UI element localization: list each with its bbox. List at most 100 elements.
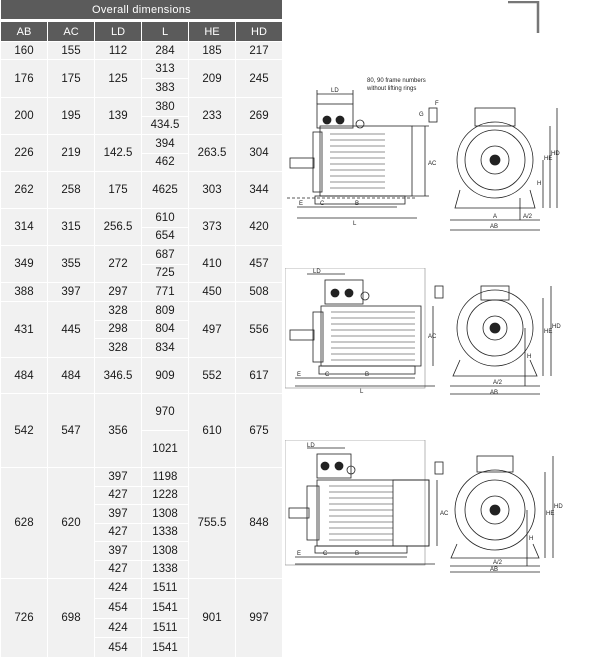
table-cell: 344	[236, 172, 282, 208]
table-cell: 454	[95, 598, 141, 618]
column-header-he: HE	[189, 22, 235, 41]
corner-crop-mark	[507, 0, 540, 34]
table-cell: 1228	[142, 486, 188, 504]
table-cell: 1198	[142, 468, 188, 486]
table-cell: 1541	[142, 638, 188, 657]
dim-label-e-2: E	[297, 372, 301, 378]
table-cell: 445	[48, 302, 94, 357]
table-cell: 610	[189, 394, 235, 467]
table-cell: 349	[1, 246, 47, 282]
table-cell: 195	[48, 98, 94, 134]
table-cell: 112	[95, 42, 141, 59]
table-cell: 256.5	[95, 209, 141, 245]
dim-label-b-2: B	[365, 372, 369, 378]
table-cell: 552	[189, 358, 235, 393]
table-cell: 547	[48, 394, 94, 467]
dim-label-h-2: H	[527, 354, 531, 360]
table-cell: 262	[1, 172, 47, 208]
table-cell: 1308	[142, 505, 188, 523]
dim-label-ab: AB	[490, 224, 498, 230]
table-cell: 427	[95, 523, 141, 541]
table-cell: 617	[236, 358, 282, 393]
table-cell: 139	[95, 98, 141, 134]
dim-label-h: H	[537, 181, 541, 187]
dim-label-a2-2: A/2	[493, 380, 503, 386]
motor-drawing-small-frame: 80, 90 frame numbers without lifting rin…	[287, 78, 560, 231]
table-cell: 346.5	[95, 358, 141, 393]
table-cell: 909	[142, 358, 188, 393]
dim-label-h-3: H	[529, 536, 533, 542]
dim-label-a2: A/2	[523, 214, 533, 220]
dim-label-ab-3: AB	[490, 567, 498, 573]
table-cell: 901	[189, 579, 235, 657]
table-cell: 383	[142, 79, 188, 97]
table-cell: 726	[1, 579, 47, 657]
column-header-ac: AC	[48, 22, 94, 41]
table-cell: 1338	[142, 560, 188, 578]
table-cell: 219	[48, 135, 94, 171]
table-cell: 185	[189, 42, 235, 59]
column-header-l: L	[142, 22, 188, 41]
table-cell: 424	[95, 579, 141, 598]
table-cell: 556	[236, 302, 282, 357]
table-cell: 233	[189, 98, 235, 134]
column-header-hd: HD	[236, 22, 282, 41]
frame-note-line2: without lifting rings	[366, 86, 416, 92]
column-header-ld: LD	[95, 22, 141, 41]
dim-label-e: E	[299, 201, 303, 207]
dim-label-l: L	[353, 221, 357, 227]
dim-label-he: HE	[544, 156, 552, 162]
table-cell: 269	[236, 98, 282, 134]
table-cell: 394	[142, 135, 188, 153]
table-cell: 454	[95, 638, 141, 657]
dim-label-hd-2: HD	[552, 324, 561, 330]
table-cell: 654	[142, 227, 188, 245]
table-cell: 1021	[142, 431, 188, 467]
table-cell: 388	[1, 283, 47, 301]
dim-label-hd-3: HD	[554, 504, 563, 510]
table-cell: 209	[189, 60, 235, 97]
table-cell: 771	[142, 283, 188, 301]
table-cell: 303	[189, 172, 235, 208]
table-cell: 397	[48, 283, 94, 301]
table-cell: 462	[142, 153, 188, 171]
table-cell: 1541	[142, 598, 188, 618]
table-cell: 809	[142, 302, 188, 320]
table-cell: 304	[236, 135, 282, 171]
dim-label-ld: LD	[331, 88, 339, 94]
dim-label-ab-2: AB	[490, 390, 498, 396]
dim-label-a2-3: A/2	[493, 560, 503, 566]
table-cell: 328	[95, 339, 141, 357]
table-cell: 725	[142, 264, 188, 282]
table-cell: 4625	[142, 172, 188, 208]
table-cell: 628	[1, 468, 47, 578]
table-cell: 698	[48, 579, 94, 657]
dim-label-c-2: C	[325, 372, 330, 378]
table-cell: 313	[142, 60, 188, 78]
table-cell: 848	[236, 468, 282, 578]
table-cell: 431	[1, 302, 47, 357]
dim-label-a: A	[493, 214, 497, 220]
table-cell: 420	[236, 209, 282, 245]
table-cell: 284	[142, 42, 188, 59]
table-cell: 484	[48, 358, 94, 393]
dim-label-e-3: E	[297, 551, 301, 557]
table-cell: 125	[95, 60, 141, 97]
dim-label-hd: HD	[551, 151, 560, 157]
table-cell: 226	[1, 135, 47, 171]
table-cell: 356	[95, 394, 141, 467]
table-cell: 355	[48, 246, 94, 282]
table-cell: 176	[1, 60, 47, 97]
table-cell: 497	[189, 302, 235, 357]
frame-note-line1: 80, 90 frame numbers	[367, 78, 426, 84]
table-cell: 427	[95, 560, 141, 578]
table-cell: 298	[95, 320, 141, 339]
table-cell: 297	[95, 283, 141, 301]
table-cell: 175	[95, 172, 141, 208]
table-cell: 245	[236, 60, 282, 97]
table-cell: 508	[236, 283, 282, 301]
dim-label-g: G	[419, 112, 424, 118]
table-cell: 970	[142, 394, 188, 430]
dim-label-ld-3: LD	[307, 443, 315, 449]
